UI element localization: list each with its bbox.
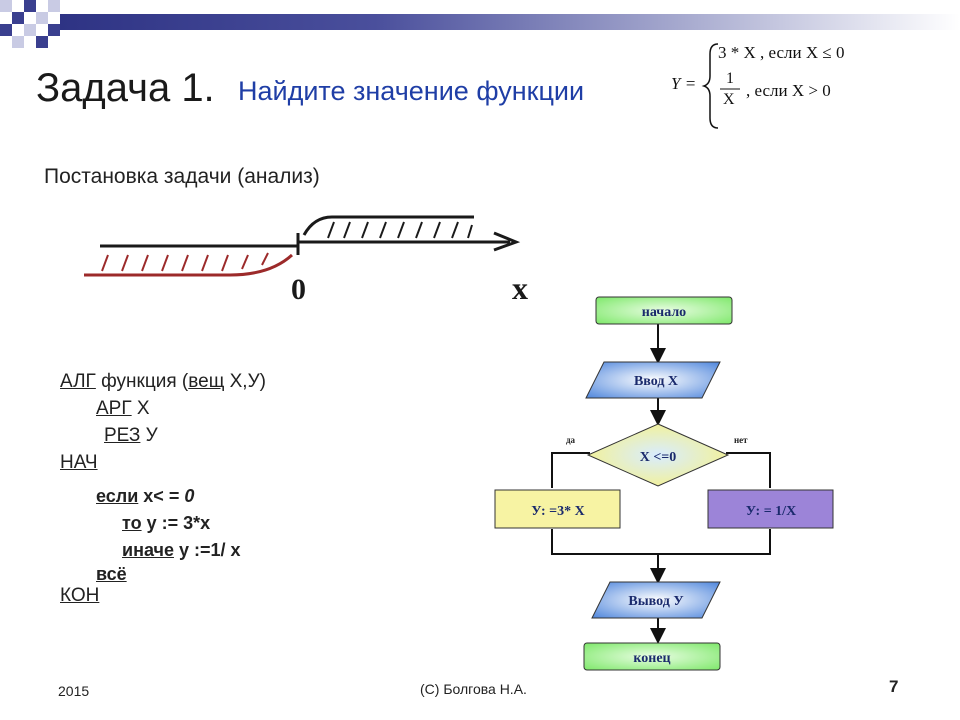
flow-output-block <box>591 581 721 619</box>
flow-start-block <box>595 296 733 325</box>
flow-branch-yes-block <box>494 489 621 529</box>
formula-case1: 3 * X , если X ≤ 0 <box>718 43 845 62</box>
header-decoration <box>0 0 960 48</box>
flow-start-label: начало <box>642 305 686 320</box>
analysis-heading: Постановка задачи (анализ) <box>44 165 320 188</box>
footer-author: (C) Болгова Н.А. <box>420 681 527 697</box>
flow-branch-no-block <box>707 489 834 529</box>
alg-line-arg: АРГ Х <box>96 398 150 419</box>
flow-yes-label: да <box>566 435 576 445</box>
task-title: Найдите значение функции <box>238 76 585 106</box>
formula-case2-denominator: X <box>723 91 735 108</box>
flowchart: начало Ввод Х Х <=0 да нет У: =3* Х У: =… <box>494 296 834 671</box>
formula-case2-condition: , если X > 0 <box>746 81 831 100</box>
flow-condition-block <box>586 423 730 487</box>
axis-zero-label: 0 <box>291 273 306 306</box>
formula-lhs: Y = <box>671 74 697 93</box>
flow-input-label: Ввод Х <box>634 374 678 389</box>
alg-line-else: иначе у :=1/ x <box>122 540 241 560</box>
alg-line-if: если x< = 0 <box>96 486 195 506</box>
alg-line-end: КОН <box>60 585 100 606</box>
number-line-sketch: 0 x <box>84 215 528 306</box>
page-number: 7 <box>889 677 899 696</box>
formula-case2-numerator: 1 <box>726 70 734 87</box>
flow-input-block <box>585 361 721 399</box>
flow-condition-label: Х <=0 <box>640 450 677 465</box>
flow-branch-yes-label: У: =3* Х <box>531 504 585 519</box>
flow-output-label: Вывод У <box>628 594 683 609</box>
alg-line-begin: НАЧ <box>60 452 98 473</box>
algorithm-listing: АЛГ функция (вещ Х,У) АРГ Х РЕЗ У НАЧ ес… <box>60 368 266 608</box>
footer-year: 2015 <box>58 683 90 699</box>
alg-line-header: АЛГ функция (вещ Х,У) <box>60 371 266 392</box>
axis-x-label: x <box>512 270 528 306</box>
formula-brace <box>701 43 740 129</box>
flow-end-label: конец <box>633 651 670 666</box>
flow-end-block <box>583 642 721 671</box>
alg-line-endif: всё <box>96 564 127 584</box>
flow-no-label: нет <box>734 435 748 445</box>
flow-branch-no-label: У: = 1/Х <box>746 504 796 519</box>
task-number: Задача 1. <box>36 66 215 110</box>
alg-line-res: РЕЗ У <box>104 425 158 446</box>
alg-line-then: то у := 3*x <box>122 513 211 533</box>
